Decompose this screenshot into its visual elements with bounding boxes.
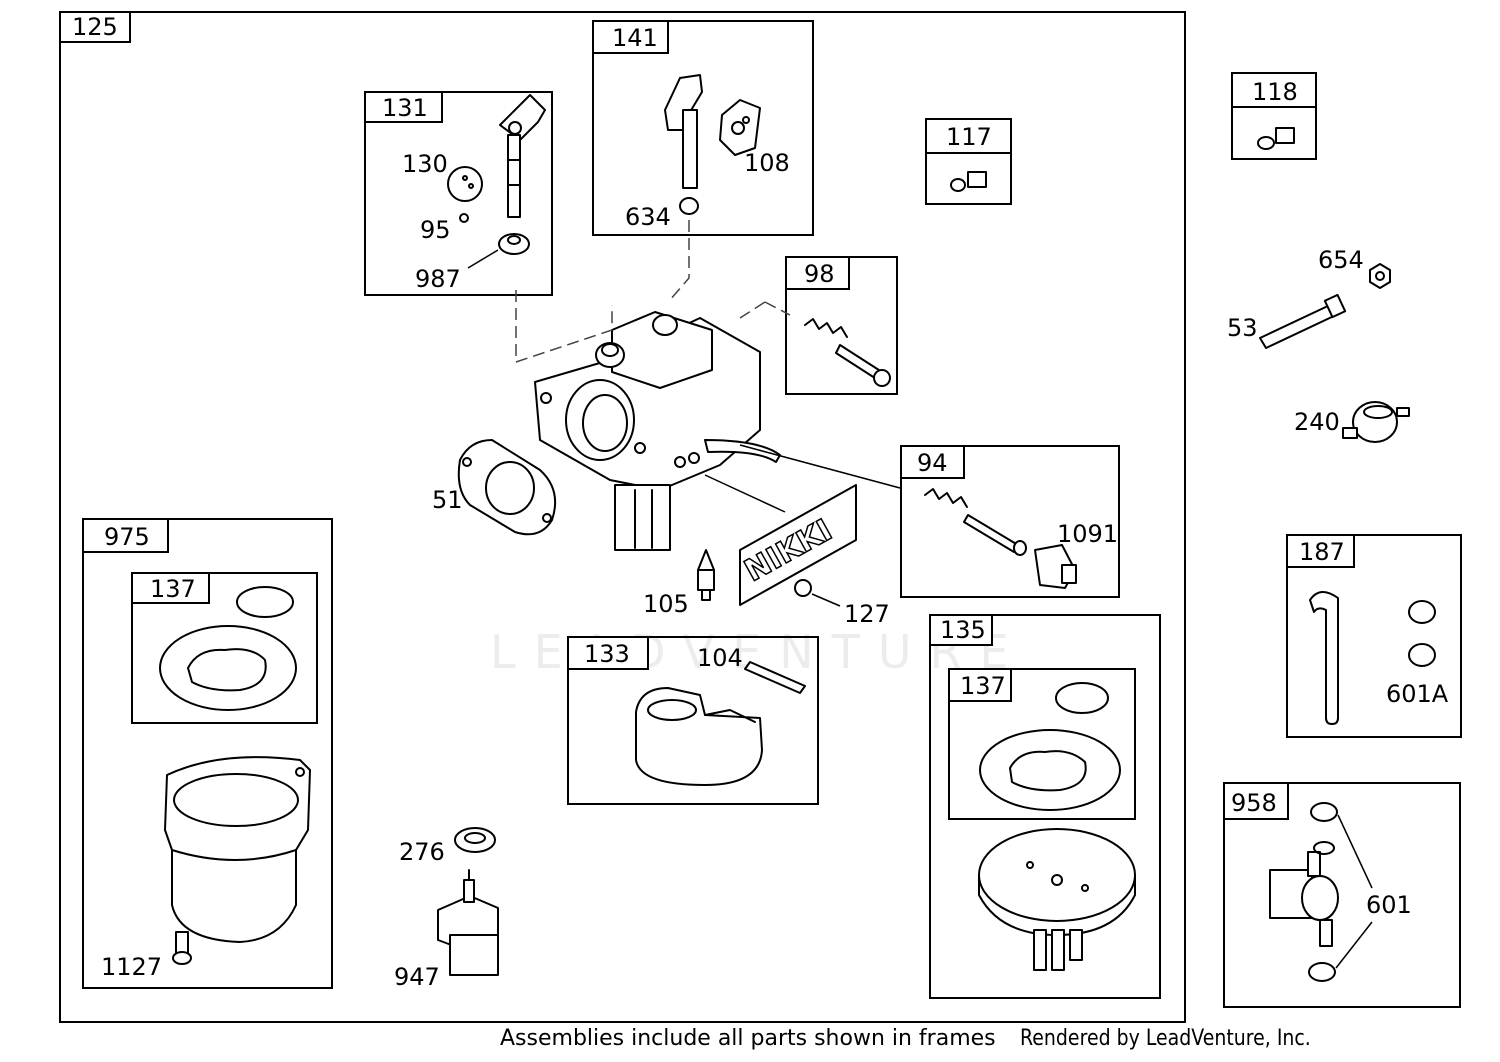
washer-276-part[interactable]: [454, 827, 496, 853]
frame-137-right[interactable]: 137: [948, 668, 1136, 820]
frame-135[interactable]: 135 137: [929, 614, 1161, 999]
fuel-valve-part[interactable]: [1269, 851, 1339, 947]
frame-label-118: 118: [1252, 78, 1298, 106]
shaft-53-part[interactable]: [1259, 293, 1347, 349]
carburetor-body-part[interactable]: [534, 311, 781, 551]
frame-label-141: 141: [612, 24, 658, 52]
frame-94[interactable]: 94 1091: [900, 445, 1120, 598]
frame-975[interactable]: 975 137 1127: [82, 518, 333, 989]
label-1127: 1127: [101, 953, 162, 981]
pump-240-part[interactable]: [1342, 401, 1410, 443]
label-95: 95: [420, 216, 451, 244]
frame-label-125: 125: [72, 13, 118, 41]
frame-125[interactable]: 125: [59, 11, 1186, 1023]
frame-137-left[interactable]: 137: [131, 572, 318, 724]
screw-95-part[interactable]: [459, 213, 469, 223]
fuel-line-part[interactable]: [1309, 591, 1339, 725]
frame-141[interactable]: 141 108 634: [592, 20, 814, 236]
spring-screw-94-part[interactable]: [924, 488, 1027, 556]
label-104: 104: [697, 644, 743, 672]
frame-label-958: 958: [1231, 789, 1277, 817]
seal-987-part[interactable]: [498, 233, 530, 255]
oring-127-part[interactable]: [794, 579, 812, 597]
clamp-601A-part[interactable]: [1408, 600, 1436, 667]
frame-118[interactable]: 118: [1231, 72, 1317, 160]
frame-label-187: 187: [1299, 538, 1345, 566]
frame-label-133: 133: [584, 640, 630, 668]
label-947: 947: [394, 963, 440, 991]
seal-634-part[interactable]: [679, 197, 699, 215]
footer-note: Assemblies include all parts shown in fr…: [500, 1026, 996, 1051]
label-1091: 1091: [1057, 520, 1118, 548]
frame-98[interactable]: 98: [785, 256, 898, 395]
frame-label-137-right: 137: [960, 672, 1006, 700]
label-601: 601: [1366, 891, 1412, 919]
footer-credit: Rendered by LeadVenture, Inc.: [1020, 1026, 1311, 1051]
label-240: 240: [1294, 408, 1340, 436]
float-bowl-plate-part[interactable]: [978, 828, 1136, 971]
frame-131[interactable]: 131 130 95 987: [364, 91, 553, 296]
float-bowl-part[interactable]: [164, 756, 311, 943]
solenoid-1091-part[interactable]: [1034, 544, 1077, 589]
throttle-plate-part[interactable]: [447, 166, 483, 202]
label-634: 634: [625, 203, 671, 231]
label-987: 987: [415, 265, 461, 293]
label-127: 127: [844, 600, 890, 628]
gasket-set-left-part[interactable]: [159, 586, 297, 711]
frame-label-117: 117: [946, 123, 992, 151]
frame-label-137-left: 137: [150, 575, 196, 603]
label-51: 51: [432, 486, 463, 514]
spring-screw-98-part[interactable]: [804, 318, 891, 387]
float-part[interactable]: [635, 687, 763, 786]
fitting-118-part[interactable]: [1257, 127, 1295, 150]
label-654: 654: [1318, 246, 1364, 274]
frame-label-975: 975: [104, 523, 150, 551]
label-53: 53: [1227, 314, 1258, 342]
label-276: 276: [399, 838, 445, 866]
label-105: 105: [643, 590, 689, 618]
label-601A: 601A: [1386, 680, 1449, 708]
screw-1127-part[interactable]: [172, 931, 192, 965]
nut-654-part[interactable]: [1369, 263, 1391, 289]
label-130: 130: [402, 150, 448, 178]
gasket-108-part[interactable]: [719, 99, 761, 156]
frame-label-94: 94: [917, 449, 948, 477]
frame-958[interactable]: 958 601: [1223, 782, 1461, 1008]
needle-105-part[interactable]: [697, 549, 715, 601]
clamp-601-part[interactable]: [1308, 802, 1338, 982]
frame-187[interactable]: 187 601A: [1286, 534, 1462, 738]
frame-133[interactable]: 133 104: [567, 636, 819, 805]
frame-label-135: 135: [940, 616, 986, 644]
gasket-set-right-part[interactable]: [979, 682, 1121, 811]
throttle-shaft-part[interactable]: [499, 94, 546, 218]
pin-104-part[interactable]: [744, 661, 806, 694]
frame-label-131: 131: [382, 94, 428, 122]
choke-shaft-part[interactable]: [664, 74, 703, 189]
frame-label-98: 98: [804, 260, 835, 288]
gasket-51-part[interactable]: [457, 439, 556, 536]
solenoid-947-part[interactable]: [437, 869, 499, 976]
frame-117[interactable]: 117: [925, 118, 1012, 205]
label-108: 108: [744, 149, 790, 177]
fitting-117-part[interactable]: [950, 171, 987, 192]
